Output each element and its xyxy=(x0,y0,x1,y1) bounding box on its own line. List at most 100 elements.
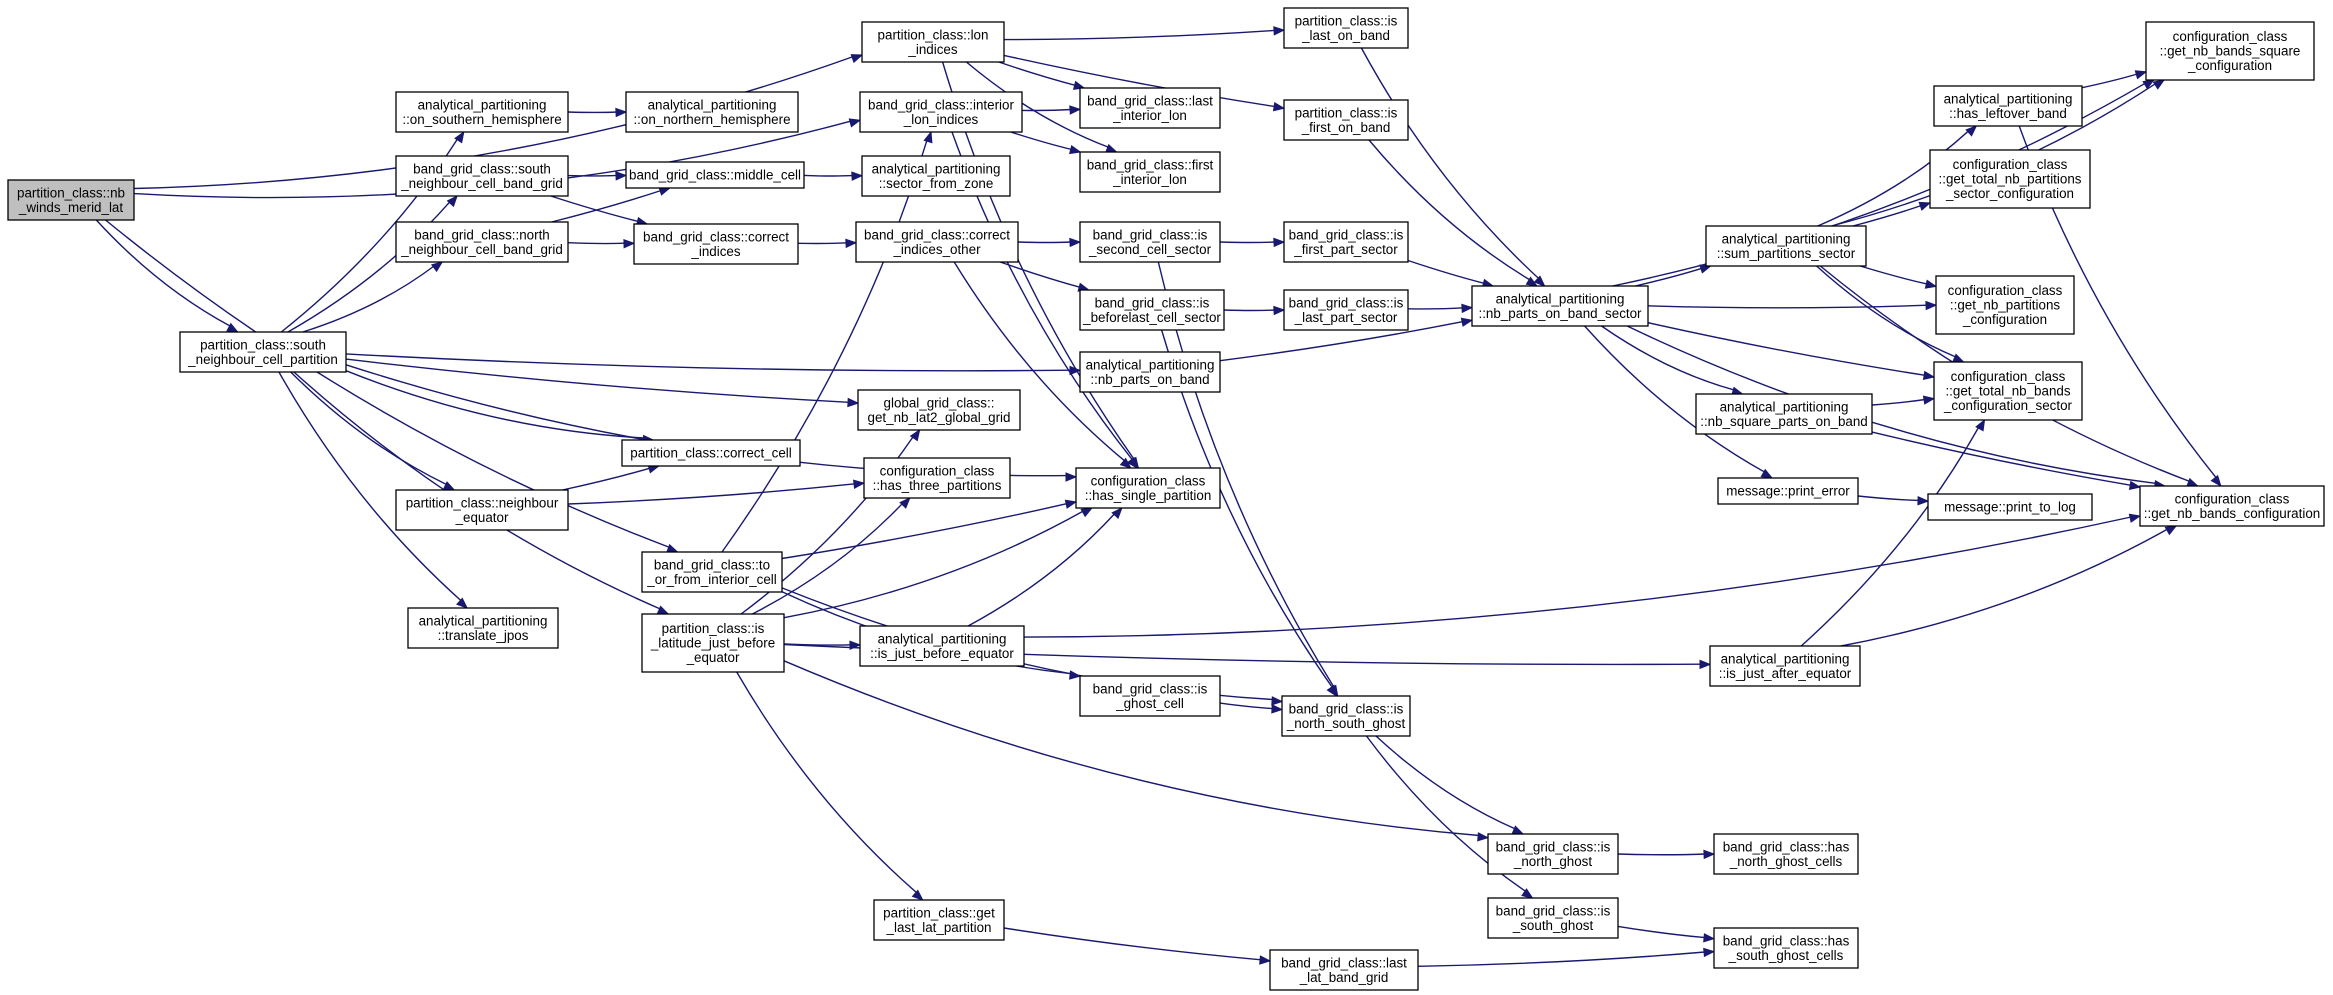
node-nbequator[interactable]: partition_class::neighbour_equator xyxy=(395,489,569,531)
node-cfg_nbparts[interactable]: configuration_class::get_nb_partitions_c… xyxy=(1935,275,2075,335)
node-label-line: ::has_leftover_band xyxy=(1949,106,2067,121)
node-translate[interactable]: analytical_partitioning::translate_jpos xyxy=(407,607,559,649)
node-box xyxy=(2145,21,2315,81)
node-corridx[interactable]: band_grid_class::correct_indices xyxy=(633,223,799,265)
node-label-line: message::print_to_log xyxy=(1944,500,2076,515)
call-edge xyxy=(1375,735,1516,830)
node-tofrominterior[interactable]: band_grid_class::to_or_from_interior_cel… xyxy=(641,551,783,593)
node-hasnorthghost[interactable]: band_grid_class::has_north_ghost_cells xyxy=(1713,833,1859,875)
node-nbsquare[interactable]: analytical_partitioning::nb_square_parts… xyxy=(1695,393,1873,435)
node-hassouthghost[interactable]: band_grid_class::has_south_ghost_cells xyxy=(1713,927,1859,969)
call-edge xyxy=(562,467,651,491)
node-label-line: _second_cell_sector xyxy=(1088,242,1212,257)
call-edge xyxy=(1871,431,2132,486)
node-onnorth[interactable]: analytical_partitioning::on_northern_hem… xyxy=(625,91,799,133)
node-printerror[interactable]: message::print_error xyxy=(1717,477,1859,505)
node-label-line: analytical_partitioning xyxy=(648,97,777,112)
node-isfirstpart[interactable]: band_grid_class::is_first_part_sector xyxy=(1283,221,1409,263)
arrowhead-icon xyxy=(1703,933,1716,943)
call-edge xyxy=(1003,927,1262,961)
node-globalgrid[interactable]: global_grid_class::get_nb_lat2_global_gr… xyxy=(857,389,1021,431)
node-box xyxy=(179,331,347,373)
call-edge xyxy=(1407,307,1464,310)
node-isfirstonband[interactable]: partition_class::is_first_on_band xyxy=(1283,99,1409,141)
node-getlastlat[interactable]: partition_class::get_last_lat_partition xyxy=(873,899,1005,941)
node-lastlatband[interactable]: band_grid_class::last_lat_band_grid xyxy=(1269,949,1419,991)
node-isnorthghost[interactable]: band_grid_class::is_north_ghost xyxy=(1487,833,1619,875)
node-lastint[interactable]: band_grid_class::last_interior_lon xyxy=(1079,87,1221,129)
call-edge xyxy=(1021,108,1072,112)
call-edge xyxy=(290,371,448,486)
node-southnbgrid[interactable]: band_grid_class::south_neighbour_cell_ba… xyxy=(395,155,569,197)
node-label-line: ::sum_partitions_sector xyxy=(1717,246,1856,261)
node-label-line: analytical_partitioning xyxy=(1496,291,1625,306)
arrowhead-icon xyxy=(615,171,628,181)
node-label-line: _indices xyxy=(690,244,740,259)
node-lonidx[interactable]: partition_class::lon_indices xyxy=(861,21,1005,63)
node-cfg_sq[interactable]: configuration_class::get_nb_bands_square… xyxy=(2145,21,2315,81)
node-issecondcell[interactable]: band_grid_class::is_second_cell_sector xyxy=(1079,221,1221,263)
node-northnbgrid[interactable]: band_grid_class::north_neighbour_cell_ba… xyxy=(395,221,569,263)
node-label-line: _last_lat_partition xyxy=(886,920,992,935)
node-label-line: analytical_partitioning xyxy=(878,631,1007,646)
arrowhead-icon xyxy=(1460,317,1474,327)
node-isjustafter[interactable]: analytical_partitioning::is_just_after_e… xyxy=(1709,645,1861,687)
node-box xyxy=(1705,225,1867,267)
node-isbeforelast[interactable]: band_grid_class::is_beforelast_cell_sect… xyxy=(1079,289,1225,331)
node-label-line: _ghost_cell xyxy=(1115,696,1184,711)
arrowhead-icon xyxy=(1699,264,1712,274)
node-corridxother[interactable]: band_grid_class::correct_indices_other xyxy=(855,221,1019,263)
node-southnbpart[interactable]: partition_class::south_neighbour_cell_pa… xyxy=(179,331,347,373)
node-label-line: band_grid_class::is xyxy=(1093,227,1208,242)
node-label-line: band_grid_class::middle_cell xyxy=(629,168,801,183)
node-isghost[interactable]: band_grid_class::is_ghost_cell xyxy=(1079,675,1221,717)
node-sumparts[interactable]: analytical_partitioning::sum_partitions_… xyxy=(1705,225,1867,267)
node-isjustbefore[interactable]: analytical_partitioning::is_just_before_… xyxy=(859,625,1025,667)
node-box xyxy=(857,389,1021,431)
arrowhead-icon xyxy=(909,428,921,442)
node-onsouth[interactable]: analytical_partitioning::on_southern_hem… xyxy=(395,91,569,133)
node-middlecell[interactable]: band_grid_class::middle_cell xyxy=(625,161,805,189)
node-printlog[interactable]: message::print_to_log xyxy=(1927,493,2093,521)
node-label-line: band_grid_class::is xyxy=(1496,839,1611,854)
node-nbpartsonbandsector[interactable]: analytical_partitioning::nb_parts_on_ban… xyxy=(1471,285,1649,327)
node-firstint[interactable]: band_grid_class::first_interior_lon xyxy=(1079,151,1221,193)
arrowhead-icon xyxy=(1924,279,1938,289)
node-cfg_totbands[interactable]: configuration_class::get_total_nb_bands_… xyxy=(1933,361,2083,421)
node-cfg_totsec[interactable]: configuration_class::get_total_nb_partit… xyxy=(1929,149,2091,209)
node-islastonband[interactable]: partition_class::is_last_on_band xyxy=(1283,7,1409,49)
node-islastpart[interactable]: band_grid_class::is_last_part_sector xyxy=(1283,289,1409,331)
node-box xyxy=(1283,99,1409,141)
node-label-line: partition_class::correct_cell xyxy=(630,446,792,461)
call-edge xyxy=(550,195,639,223)
node-hasthree[interactable]: configuration_class::has_three_partition… xyxy=(863,457,1011,499)
arrowhead-icon xyxy=(454,130,465,144)
node-hassingle[interactable]: configuration_class::has_single_partitio… xyxy=(1075,467,1221,509)
node-label-line: _configuration xyxy=(2187,58,2272,73)
node-box xyxy=(1283,221,1409,263)
node-label-line: partition_class::get xyxy=(883,905,995,920)
call-edge xyxy=(1601,325,1735,391)
node-sectorzone[interactable]: analytical_partitioning::sector_from_zon… xyxy=(861,155,1011,197)
node-cfg_bands[interactable]: configuration_class::get_nb_bands_config… xyxy=(2139,485,2325,527)
node-isnsghost[interactable]: band_grid_class::is_north_south_ghost xyxy=(1281,695,1411,737)
node-box xyxy=(1487,833,1619,875)
call-edge xyxy=(1647,304,1928,309)
node-box xyxy=(621,439,801,467)
node-box xyxy=(625,91,799,133)
arrowhead-icon xyxy=(1273,26,1286,36)
node-correctcell[interactable]: partition_class::correct_cell xyxy=(621,439,801,467)
node-nbpartsonband[interactable]: analytical_partitioning::nb_parts_on_ban… xyxy=(1079,351,1221,393)
node-label-line: get_nb_lat2_global_grid xyxy=(868,410,1011,425)
call-edge xyxy=(1365,735,1527,893)
node-interior[interactable]: band_grid_class::interior_lon_indices xyxy=(859,91,1023,133)
node-islatbefore[interactable]: partition_class::is_latitude_just_before… xyxy=(641,613,785,673)
node-hasleftover[interactable]: analytical_partitioning::has_leftover_ba… xyxy=(1933,85,2083,127)
arrowhead-icon xyxy=(1064,499,1078,509)
node-issouthghost[interactable]: band_grid_class::is_south_ghost xyxy=(1487,897,1619,939)
call-edge xyxy=(567,174,618,177)
call-edge xyxy=(967,513,1116,627)
node-box xyxy=(1079,221,1221,263)
arrowhead-icon xyxy=(1925,300,1938,311)
node-nbwinds[interactable]: partition_class::nb_winds_merid_lat xyxy=(7,179,135,221)
